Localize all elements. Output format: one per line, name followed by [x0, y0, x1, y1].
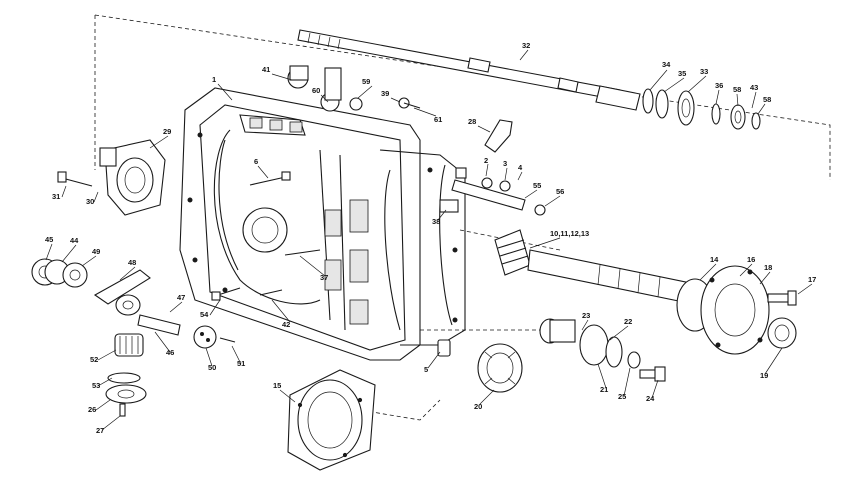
label-45: 45: [45, 235, 53, 244]
label-58b: 58: [763, 95, 771, 104]
label-33: 33: [700, 67, 708, 76]
label-18: 18: [764, 263, 772, 272]
label-14: 14: [710, 255, 719, 264]
assembly-guide-lines: [94, 14, 831, 421]
label-1: 1: [212, 75, 216, 84]
label-41: 41: [262, 65, 270, 74]
label-15: 15: [273, 381, 281, 390]
label-25: 25: [618, 392, 626, 401]
speedometer-gears: [31, 258, 88, 288]
label-35: 35: [678, 69, 686, 78]
gearbox-housing-1: [179, 65, 466, 361]
studs-and-bolts: [211, 171, 321, 301]
label-36: 36: [715, 81, 723, 90]
label-31: 31: [52, 192, 60, 201]
label-52: 52: [90, 355, 98, 364]
label-23: 23: [582, 311, 590, 320]
label-44: 44: [70, 236, 79, 245]
label-6: 6: [254, 157, 258, 166]
label-38: 38: [432, 217, 440, 226]
label-47: 47: [177, 293, 185, 302]
label-21: 21: [600, 385, 608, 394]
label-39: 39: [381, 89, 389, 98]
label-42: 42: [282, 320, 290, 329]
leader-lines: [45, 49, 813, 431]
label-60: 60: [312, 86, 320, 95]
label-3: 3: [503, 159, 507, 168]
label-58a: 58: [733, 85, 741, 94]
coupling-nut-19: [767, 290, 797, 349]
part-labels: 1 41 60 59 39 61 32 34 35 33 36 58 43 58…: [45, 41, 816, 435]
roller-bearing-20: [477, 343, 523, 393]
cover-plate-15: [287, 369, 376, 471]
label-51: 51: [237, 359, 245, 368]
shift-rod-parts: [439, 119, 546, 216]
label-27: 27: [96, 426, 104, 435]
label-43: 43: [750, 83, 758, 92]
label-46: 46: [166, 348, 174, 357]
label-20: 20: [474, 402, 482, 411]
label-48: 48: [128, 258, 136, 267]
label-61: 61: [434, 115, 442, 124]
label-2: 2: [484, 156, 488, 165]
label-29: 29: [163, 127, 171, 136]
label-24: 24: [646, 394, 655, 403]
label-17: 17: [808, 275, 816, 284]
label-37: 37: [320, 273, 328, 282]
shaft-bearing-set: [642, 88, 761, 130]
bearing-cup-parts: [105, 333, 147, 417]
selector-cover-29: [57, 139, 166, 216]
differential-gear-set: [539, 318, 666, 382]
label-49: 49: [92, 247, 100, 256]
selector-fork-assembly: [93, 269, 236, 349]
label-28: 28: [468, 117, 476, 126]
label-5: 5: [424, 365, 428, 374]
label-55: 55: [533, 181, 541, 190]
pinion-shaft-assembly: [494, 229, 770, 355]
input-shaft-32: [297, 29, 641, 111]
label-54: 54: [200, 310, 209, 319]
label-50: 50: [208, 363, 216, 372]
label-26: 26: [88, 405, 96, 414]
label-34: 34: [662, 60, 671, 69]
label-59: 59: [362, 77, 370, 86]
label-32: 32: [522, 41, 530, 50]
label-19: 19: [760, 371, 768, 380]
label-4: 4: [518, 163, 523, 172]
label-56: 56: [556, 187, 564, 196]
label-16: 16: [747, 255, 755, 264]
label-10-13: 10,11,12,13: [550, 229, 589, 238]
label-22: 22: [624, 317, 632, 326]
label-30: 30: [86, 197, 94, 206]
label-53: 53: [92, 381, 100, 390]
dowel-pin-5: [437, 339, 451, 357]
